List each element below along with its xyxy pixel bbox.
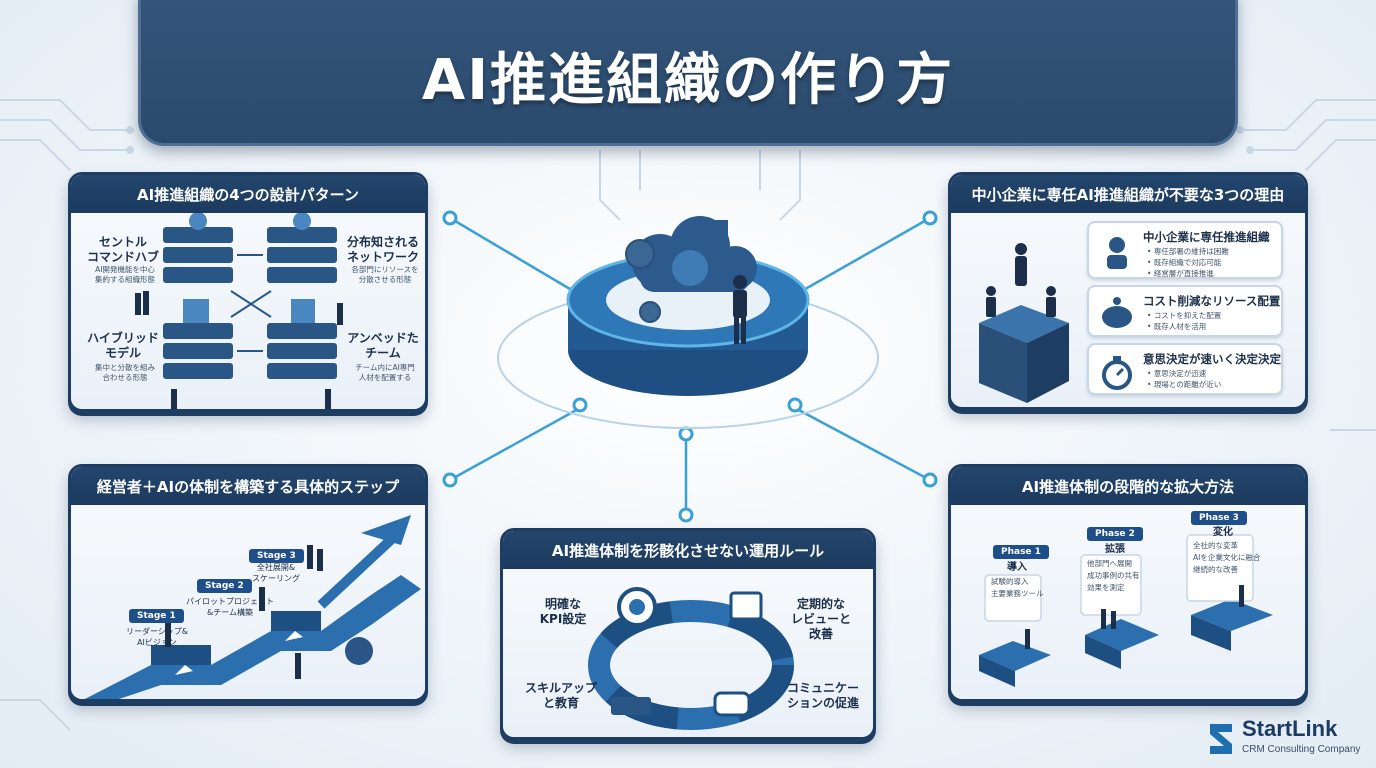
stage-3-text: 全社展開& スケーリング (252, 563, 300, 583)
reason-bullets-1: 専任部署の維持は困難 既存組織で対応可能 経営層が直接推進 (1147, 247, 1229, 280)
pattern-label-hybrid: ハイブリッド モデル (87, 331, 159, 360)
phase-1-bullet-1: 試験的導入 (991, 577, 1029, 586)
phase-1-bullet-2: 主要業務ツール (991, 589, 1044, 598)
panel-header: AI推進体制の段階的な拡大方法 (951, 467, 1305, 505)
phase-platforms (979, 534, 1273, 687)
panel-header: AI推進体制を形骸化させない運用ルール (503, 531, 873, 569)
rule-review: 定期的な レビューと 改善 (790, 597, 851, 641)
list-item: 既存人材を活用 (1147, 322, 1221, 333)
phase-1-title: 導入 (1007, 562, 1027, 573)
phase-3-bullet-2: AIを企業文化に融合 (1193, 553, 1261, 562)
list-item: 専任部署の維持は困難 (1147, 247, 1229, 258)
phase-3-bullet-3: 継続的な改善 (1193, 565, 1238, 574)
reason-title-2: コスト削減なリソース配置 (1143, 294, 1281, 308)
logo-subtitle: CRM Consulting Company (1242, 744, 1361, 755)
pattern-desc-central: AI開発機能を中心 集約する組織形態 (95, 265, 155, 285)
panel-body: 中小企業に専任推進組織 専任部署の維持は困難 既存組織で対応可能 経営層が直接推… (951, 213, 1305, 407)
stairs-illustration (84, 515, 421, 699)
panel-operation-rules: AI推進体制を形骸化させない運用ルール 明確な KPI設定 定期的な レビューと… (500, 528, 876, 740)
logo-name: StartLink (1242, 716, 1338, 741)
phase-3-title: 変化 (1213, 527, 1233, 538)
panel-body: セントル コマンドハブ AI開発機能を中心 集約する組織形態 分布知される ネッ… (71, 213, 425, 409)
reason-title-3: 意思決定が速いく決定決定 (1143, 352, 1281, 366)
stage-2-tag: Stage 2 (197, 579, 252, 593)
stage-2-text: パイロットプロジェクト &チーム構築 (186, 597, 274, 617)
phase-1-tag: Phase 1 (993, 545, 1049, 559)
reason-bullets-2: コストを抑えた配置 既存人材を活用 (1147, 311, 1222, 333)
reason-bullets-3: 意思決定が迅速 現場との距離が近い (1147, 369, 1221, 391)
rule-communication: コミュニケー ションの促進 (786, 681, 859, 710)
phase-2-bullet-3: 効果を測定 (1087, 583, 1125, 592)
list-item: コストを抑えた配置 (1147, 311, 1222, 322)
panel-sme-reasons: 中小企業に専任AI推進組織が不要な3つの理由 中小企業に専任推進組織 専任部署の… (948, 172, 1308, 410)
reason-card-3: 意思決定が速いく決定決定 意思決定が迅速 現場との距離が近い (1087, 343, 1283, 395)
stopwatch-icon (1097, 353, 1137, 393)
pattern-label-embedded: アンベッドた チーム (347, 331, 419, 360)
reason-card-2: コスト削減なリソース配置 コストを抑えた配置 既存人材を活用 (1087, 285, 1283, 337)
pattern-label-network: 分布知される ネットワーク (346, 235, 419, 264)
panel-build-steps: 経営者＋AIの体制を構築する具体的ステップ Stage 1 リーダーシップ& A… (68, 464, 428, 702)
list-item: 現場との距離が近い (1147, 380, 1221, 391)
panel-header: AI推進組織の4つの設計パターン (71, 175, 425, 213)
logo-mark-icon (1210, 724, 1232, 754)
stage-1-tag: Stage 1 (129, 609, 184, 623)
team-illustration (979, 243, 1069, 403)
phase-2-bullet-1: 他部門へ展開 (1087, 559, 1132, 568)
reason-card-1: 中小企業に専任推進組織 専任部署の維持は困難 既存組織で対応可能 経営層が直接推… (1087, 221, 1283, 279)
startlink-logo: StartLink CRM Consulting Company (1206, 716, 1366, 762)
list-item: 経営層が直接推進 (1147, 269, 1229, 280)
panel-header: 経営者＋AIの体制を構築する具体的ステップ (71, 467, 425, 505)
title-banner: AI推進組織の作り方 (138, 0, 1238, 146)
stage-3-tag: Stage 3 (249, 549, 304, 563)
panel-design-patterns: AI推進組織の4つの設計パターン セントル コマンドハブ AI開発機能を中心 集… (68, 172, 428, 412)
pattern-diagram (135, 213, 343, 409)
pattern-desc-network: 各部門にリソースを 分散させる形態 (351, 265, 419, 285)
panel-header: 中小企業に専任AI推進組織が不要な3つの理由 (951, 175, 1305, 213)
list-item: 意思決定が迅速 (1147, 369, 1221, 380)
phase-2-title: 拡張 (1105, 544, 1125, 555)
panel-body: 明確な KPI設定 定期的な レビューと 改善 スキルアップ と教育 コミュニケ… (503, 569, 873, 737)
pattern-desc-hybrid: 集中と分散を組み 合わせる形態 (95, 363, 155, 383)
cycle-diagram (588, 587, 794, 730)
reason-title-1: 中小企業に専任推進組織 (1143, 230, 1270, 244)
panel-expansion: AI推進体制の段階的な拡大方法 Phase 1 導入 試験的導入 主要業務ツール… (948, 464, 1308, 702)
phase-2-tag: Phase 2 (1087, 527, 1143, 541)
rule-kpi: 明確な KPI設定 (539, 597, 587, 626)
phase-2-bullet-2: 成功事例の共有 (1087, 571, 1140, 580)
rule-skillup: スキルアップ と教育 (524, 681, 597, 710)
phase-3-tag: Phase 3 (1191, 511, 1247, 525)
piggy-bank-icon (1097, 295, 1137, 335)
team-icon (1097, 231, 1137, 271)
list-item: 既存組織で対応可能 (1147, 258, 1229, 269)
phase-3-bullet-1: 全社的な変革 (1193, 541, 1238, 550)
panel-body: Phase 1 導入 試験的導入 主要業務ツール Phase 2 拡張 他部門へ… (951, 505, 1305, 699)
panel-body: Stage 1 リーダーシップ& AIビジョン Stage 2 パイロットプロジ… (71, 505, 425, 699)
pattern-label-central: セントル コマンドハブ (86, 235, 159, 264)
page-title: AI推進組織の作り方 (421, 47, 955, 113)
stage-1-text: リーダーシップ& AIビジョン (125, 627, 189, 647)
pattern-desc-embedded: チーム内にAI専門 人材を配置する (355, 363, 415, 383)
